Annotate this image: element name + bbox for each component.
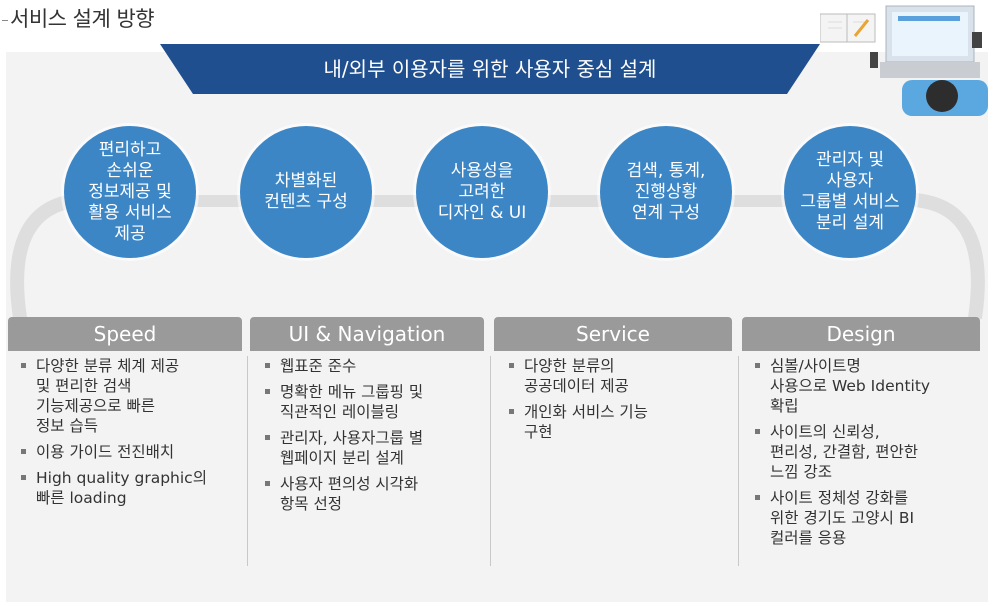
column-body-speed: 다양한 분류 체계 제공 및 편리한 검색 기능제공으로 빠른 정보 습득 이용… <box>18 356 244 514</box>
column-header-design: Design <box>742 317 980 351</box>
column-header-speed: Speed <box>8 317 242 351</box>
circle-usability-design: 사용성을 고려한 디자인 & UI <box>416 126 548 258</box>
column-divider <box>247 356 248 566</box>
office-desk-illustration-icon <box>820 5 988 116</box>
column-body-service: 다양한 분류의 공공데이터 제공 개인화 서비스 기능 구현 <box>506 356 732 448</box>
list-item: 웹표준 준수 <box>262 356 488 376</box>
banner-title: 내/외부 이용자를 위한 사용자 중심 설계 <box>323 57 657 81</box>
column-divider <box>490 356 491 566</box>
column-body-design: 심볼/사이트명 사용으로 Web Identity 확립 사이트의 신뢰성, 편… <box>752 356 984 554</box>
list-item: 다양한 분류 체계 제공 및 편리한 검색 기능제공으로 빠른 정보 습득 <box>18 356 244 436</box>
list-item: 사이트의 신뢰성, 편리성, 간결함, 편안한 느낌 강조 <box>752 422 984 482</box>
list-item: 이용 가이드 전진배치 <box>18 442 244 462</box>
list-item: 관리자, 사용자그룹 별 웹페이지 분리 설계 <box>262 428 488 468</box>
circle-group-separation: 관리자 및 사용자 그룹별 서비스 분리 설계 <box>784 126 916 258</box>
column-header-ui-navigation: UI & Navigation <box>250 317 484 351</box>
circle-differentiated-content: 차별화된 컨텐츠 구성 <box>240 126 372 258</box>
list-item: 사이트 정체성 강화를 위한 경기도 고양시 BI 컬러를 응용 <box>752 488 984 548</box>
circle-convenient-info: 편리하고 손쉬운 정보제공 및 활용 서비스 제공 <box>64 126 196 258</box>
list-item: 사용자 편의성 시각화 항목 선정 <box>262 474 488 514</box>
list-item: 다양한 분류의 공공데이터 제공 <box>506 356 732 396</box>
banner-background <box>160 44 820 94</box>
list-item: 심볼/사이트명 사용으로 Web Identity 확립 <box>752 356 984 416</box>
list-item: 개인화 서비스 기능 구현 <box>506 402 732 442</box>
circle-search-statistics: 검색, 통계, 진행상황 연계 구성 <box>600 126 732 258</box>
page-title: 서비스 설계 방향 <box>0 4 155 34</box>
column-header-service: Service <box>494 317 732 351</box>
column-body-ui-navigation: 웹표준 준수 명확한 메뉴 그룹핑 및 직관적인 레이블링 관리자, 사용자그룹… <box>262 356 488 520</box>
list-item: High quality graphic의 빠른 loading <box>18 468 244 508</box>
list-item: 명확한 메뉴 그룹핑 및 직관적인 레이블링 <box>262 382 488 422</box>
column-divider <box>738 356 739 566</box>
